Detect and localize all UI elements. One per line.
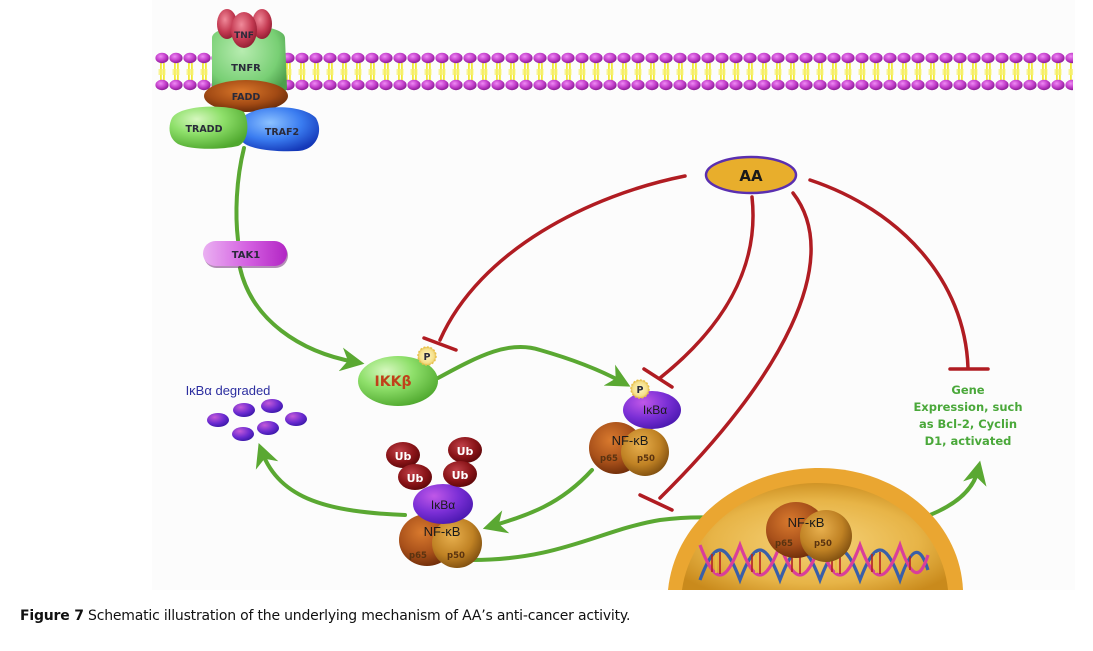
phospho-badge (417, 346, 437, 366)
ubiquitin-tag: Ub (398, 464, 432, 490)
figure-caption-label: Figure 7 (20, 608, 84, 624)
p65-label: p65 (775, 539, 793, 549)
arrow-nfkb-to-ub-complex (482, 468, 594, 534)
tak1-node: TAK1 (203, 241, 288, 268)
gene-line-2: Expression, such (913, 400, 1022, 414)
tradd-label: TRADD (186, 124, 223, 135)
degraded-label: IκBα degraded (186, 383, 271, 398)
degraded-fragment (207, 413, 229, 427)
tnf-label: TNF (234, 31, 254, 41)
arrow-ikkb-to-ikba (436, 344, 631, 387)
ubiquitinated-complex: NF-κB p65 p50 IκBα Ub Ub Ub Ub (386, 437, 482, 568)
gene-line-4: D1, activated (925, 434, 1012, 448)
p50-label: p50 (637, 454, 655, 464)
tnf-receptor-complex: TNFR TNF FADD TRAF2 TRADD (169, 9, 320, 152)
ikba-label: IκBα (643, 403, 667, 417)
nfkb-label: NF-κB (788, 515, 825, 530)
inhibit-aa-nuclear-translocation (658, 191, 813, 500)
inhibit-aa-gene-expression (808, 178, 970, 370)
ub-label: Ub (457, 445, 474, 458)
degraded-fragment (261, 399, 283, 413)
figure-background (152, 0, 1075, 590)
p65-label: p65 (409, 551, 427, 561)
fadd-protein (204, 80, 288, 112)
arrow-tak1-to-ikkb (238, 266, 365, 372)
figure-caption: Figure 7 Schematic illustration of the u… (20, 608, 630, 624)
inhibit-aa-ikba (658, 195, 755, 380)
tnfr-receptor (212, 26, 287, 97)
ubiquitin-tag: Ub (448, 437, 482, 463)
nfkb-p50 (621, 428, 669, 476)
gene-line-3: as Bcl-2, Cyclin (919, 417, 1017, 431)
traf2-protein (237, 107, 320, 152)
gene-line-1: Gene (951, 383, 984, 397)
phospho-label: P (637, 385, 644, 396)
ub-label: Ub (452, 469, 469, 482)
p50-label: p50 (447, 551, 465, 561)
p65-label: p65 (600, 454, 618, 464)
cell-membrane (155, 52, 1073, 92)
p50-label: p50 (814, 539, 832, 549)
degraded-fragment (232, 427, 254, 441)
tak1-label: TAK1 (232, 250, 261, 261)
nuclear-nfkb: NF-κB p65 p50 (766, 502, 852, 562)
ikba-protein (623, 391, 681, 429)
nucleus: NF-κB p65 p50 (668, 467, 963, 590)
figure-caption-text: Schematic illustration of the underlying… (83, 608, 631, 624)
fadd-label: FADD (232, 92, 261, 103)
ikba-label: IκBα (431, 498, 455, 512)
pathway-diagram: TNFR TNF FADD TRAF2 TRADD TAK1 IKKβ P AA (152, 0, 1075, 590)
arrow-ub-complex-to-degraded (255, 443, 407, 517)
traf2-label: TRAF2 (265, 127, 299, 138)
degraded-fragment (257, 421, 279, 435)
degraded-fragment (233, 403, 255, 417)
tnf-ligand: TNF (217, 9, 272, 48)
phospho-badge (630, 379, 650, 399)
gene-expression-label: Gene Expression, such as Bcl-2, Cyclin D… (913, 383, 1022, 448)
ubiquitin-tag: Ub (386, 442, 420, 468)
arrow-traf2-to-tak1 (234, 146, 246, 242)
nfkb-label: NF-κB (424, 524, 461, 539)
inhibition-lines (422, 174, 990, 512)
degraded-fragment (285, 412, 307, 426)
tnfr-label: TNFR (231, 63, 261, 74)
tradd-protein (169, 106, 248, 149)
nfkb-p50 (800, 510, 852, 562)
ikkb-label: IKKβ (375, 374, 412, 390)
inhibit-aa-ikkb (438, 174, 687, 342)
ubiquitin-tag: Ub (443, 461, 477, 487)
ub-label: Ub (407, 472, 424, 485)
phospho-label: P (424, 352, 431, 363)
phospho-ikba-nfkb-complex: NF-κB p65 p50 IκBα P (589, 379, 681, 476)
aa-label: AA (739, 167, 763, 185)
nfkb-p50 (432, 518, 482, 568)
ub-label: Ub (395, 450, 412, 463)
ikba-protein (413, 484, 473, 524)
ikba-degraded: IκBα degraded (186, 383, 307, 441)
nfkb-label: NF-κB (612, 433, 649, 448)
aa-node: AA (704, 155, 798, 195)
ikkb-node: IKKβ P (358, 346, 438, 406)
